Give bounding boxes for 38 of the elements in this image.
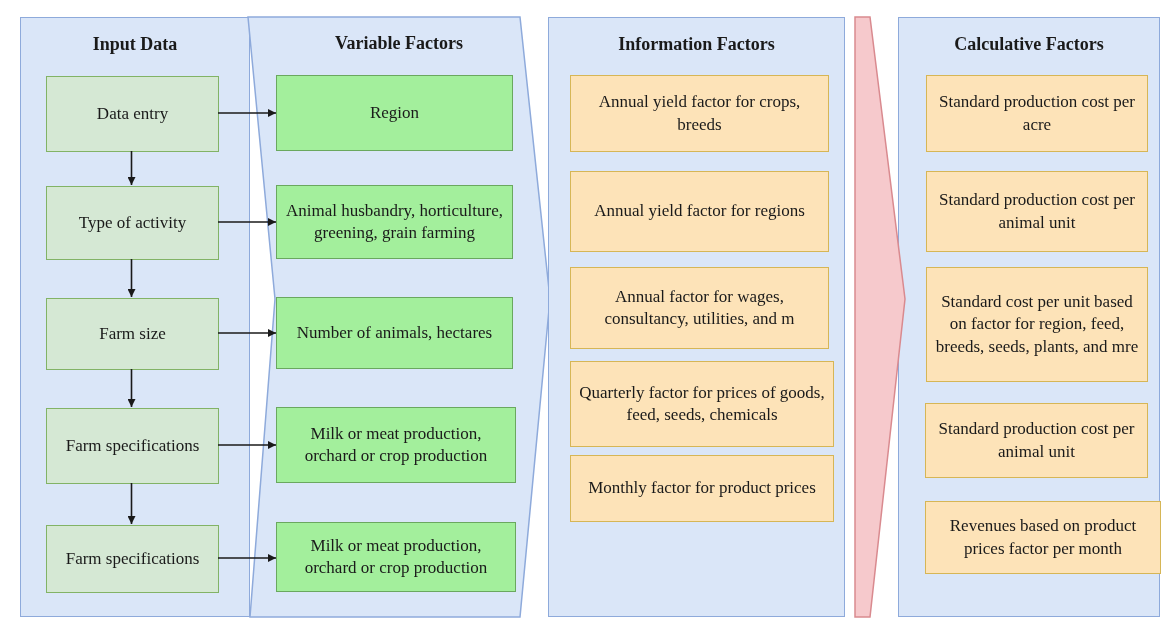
process-box: Number of animals, hectares bbox=[276, 297, 513, 369]
arrow bbox=[127, 150, 136, 186]
arrow bbox=[217, 329, 277, 337]
process-box: Data entry bbox=[46, 76, 219, 152]
column-title: Information Factors bbox=[617, 34, 776, 55]
process-box: Annual yield factor for crops, breeds bbox=[570, 75, 829, 152]
process-box: Quarterly factor for prices of goods, feed, seeds, chemicals bbox=[570, 361, 834, 447]
process-box: Milk or meat production, orchard or crop production bbox=[276, 522, 516, 592]
process-box: Standard cost per unit based on factor for region, feed, breeds, seeds, plants, and mre bbox=[926, 267, 1148, 382]
process-box: Annual yield factor for regions bbox=[570, 171, 829, 252]
arrow bbox=[127, 368, 136, 408]
arrow bbox=[217, 218, 277, 226]
column-title: Calculative Factors bbox=[953, 34, 1105, 55]
process-box: Type of activity bbox=[46, 186, 219, 260]
arrow bbox=[217, 554, 277, 562]
process-box: Standard production cost per acre bbox=[926, 75, 1148, 152]
process-box: Farm size bbox=[46, 298, 219, 370]
chevron-arrow bbox=[854, 16, 906, 618]
process-box: Standard production cost per animal unit bbox=[925, 403, 1148, 478]
arrow bbox=[217, 441, 277, 449]
arrow bbox=[127, 258, 136, 298]
process-box: Monthly factor for product prices bbox=[570, 455, 834, 522]
process-box: Revenues based on product prices factor per month bbox=[925, 501, 1161, 574]
process-box: Standard production cost per animal unit bbox=[926, 171, 1148, 252]
arrow bbox=[127, 482, 136, 525]
column-panel bbox=[20, 17, 250, 617]
chevron-panel bbox=[248, 17, 550, 617]
process-box: Region bbox=[276, 75, 513, 151]
process-box: Farm specifications bbox=[46, 408, 219, 484]
process-box: Animal husbandry, horticulture, greening, grain farming bbox=[276, 185, 513, 259]
column-panel bbox=[548, 17, 845, 617]
process-box: Farm specifications bbox=[46, 525, 219, 593]
column-title: Variable Factors bbox=[334, 33, 464, 54]
process-box: Annual factor for wages, consultancy, utilities, and m bbox=[570, 267, 829, 349]
arrow bbox=[217, 109, 277, 117]
column-panel bbox=[898, 17, 1160, 617]
column-title: Input Data bbox=[91, 34, 179, 55]
process-box: Milk or meat production, orchard or crop production bbox=[276, 407, 516, 483]
